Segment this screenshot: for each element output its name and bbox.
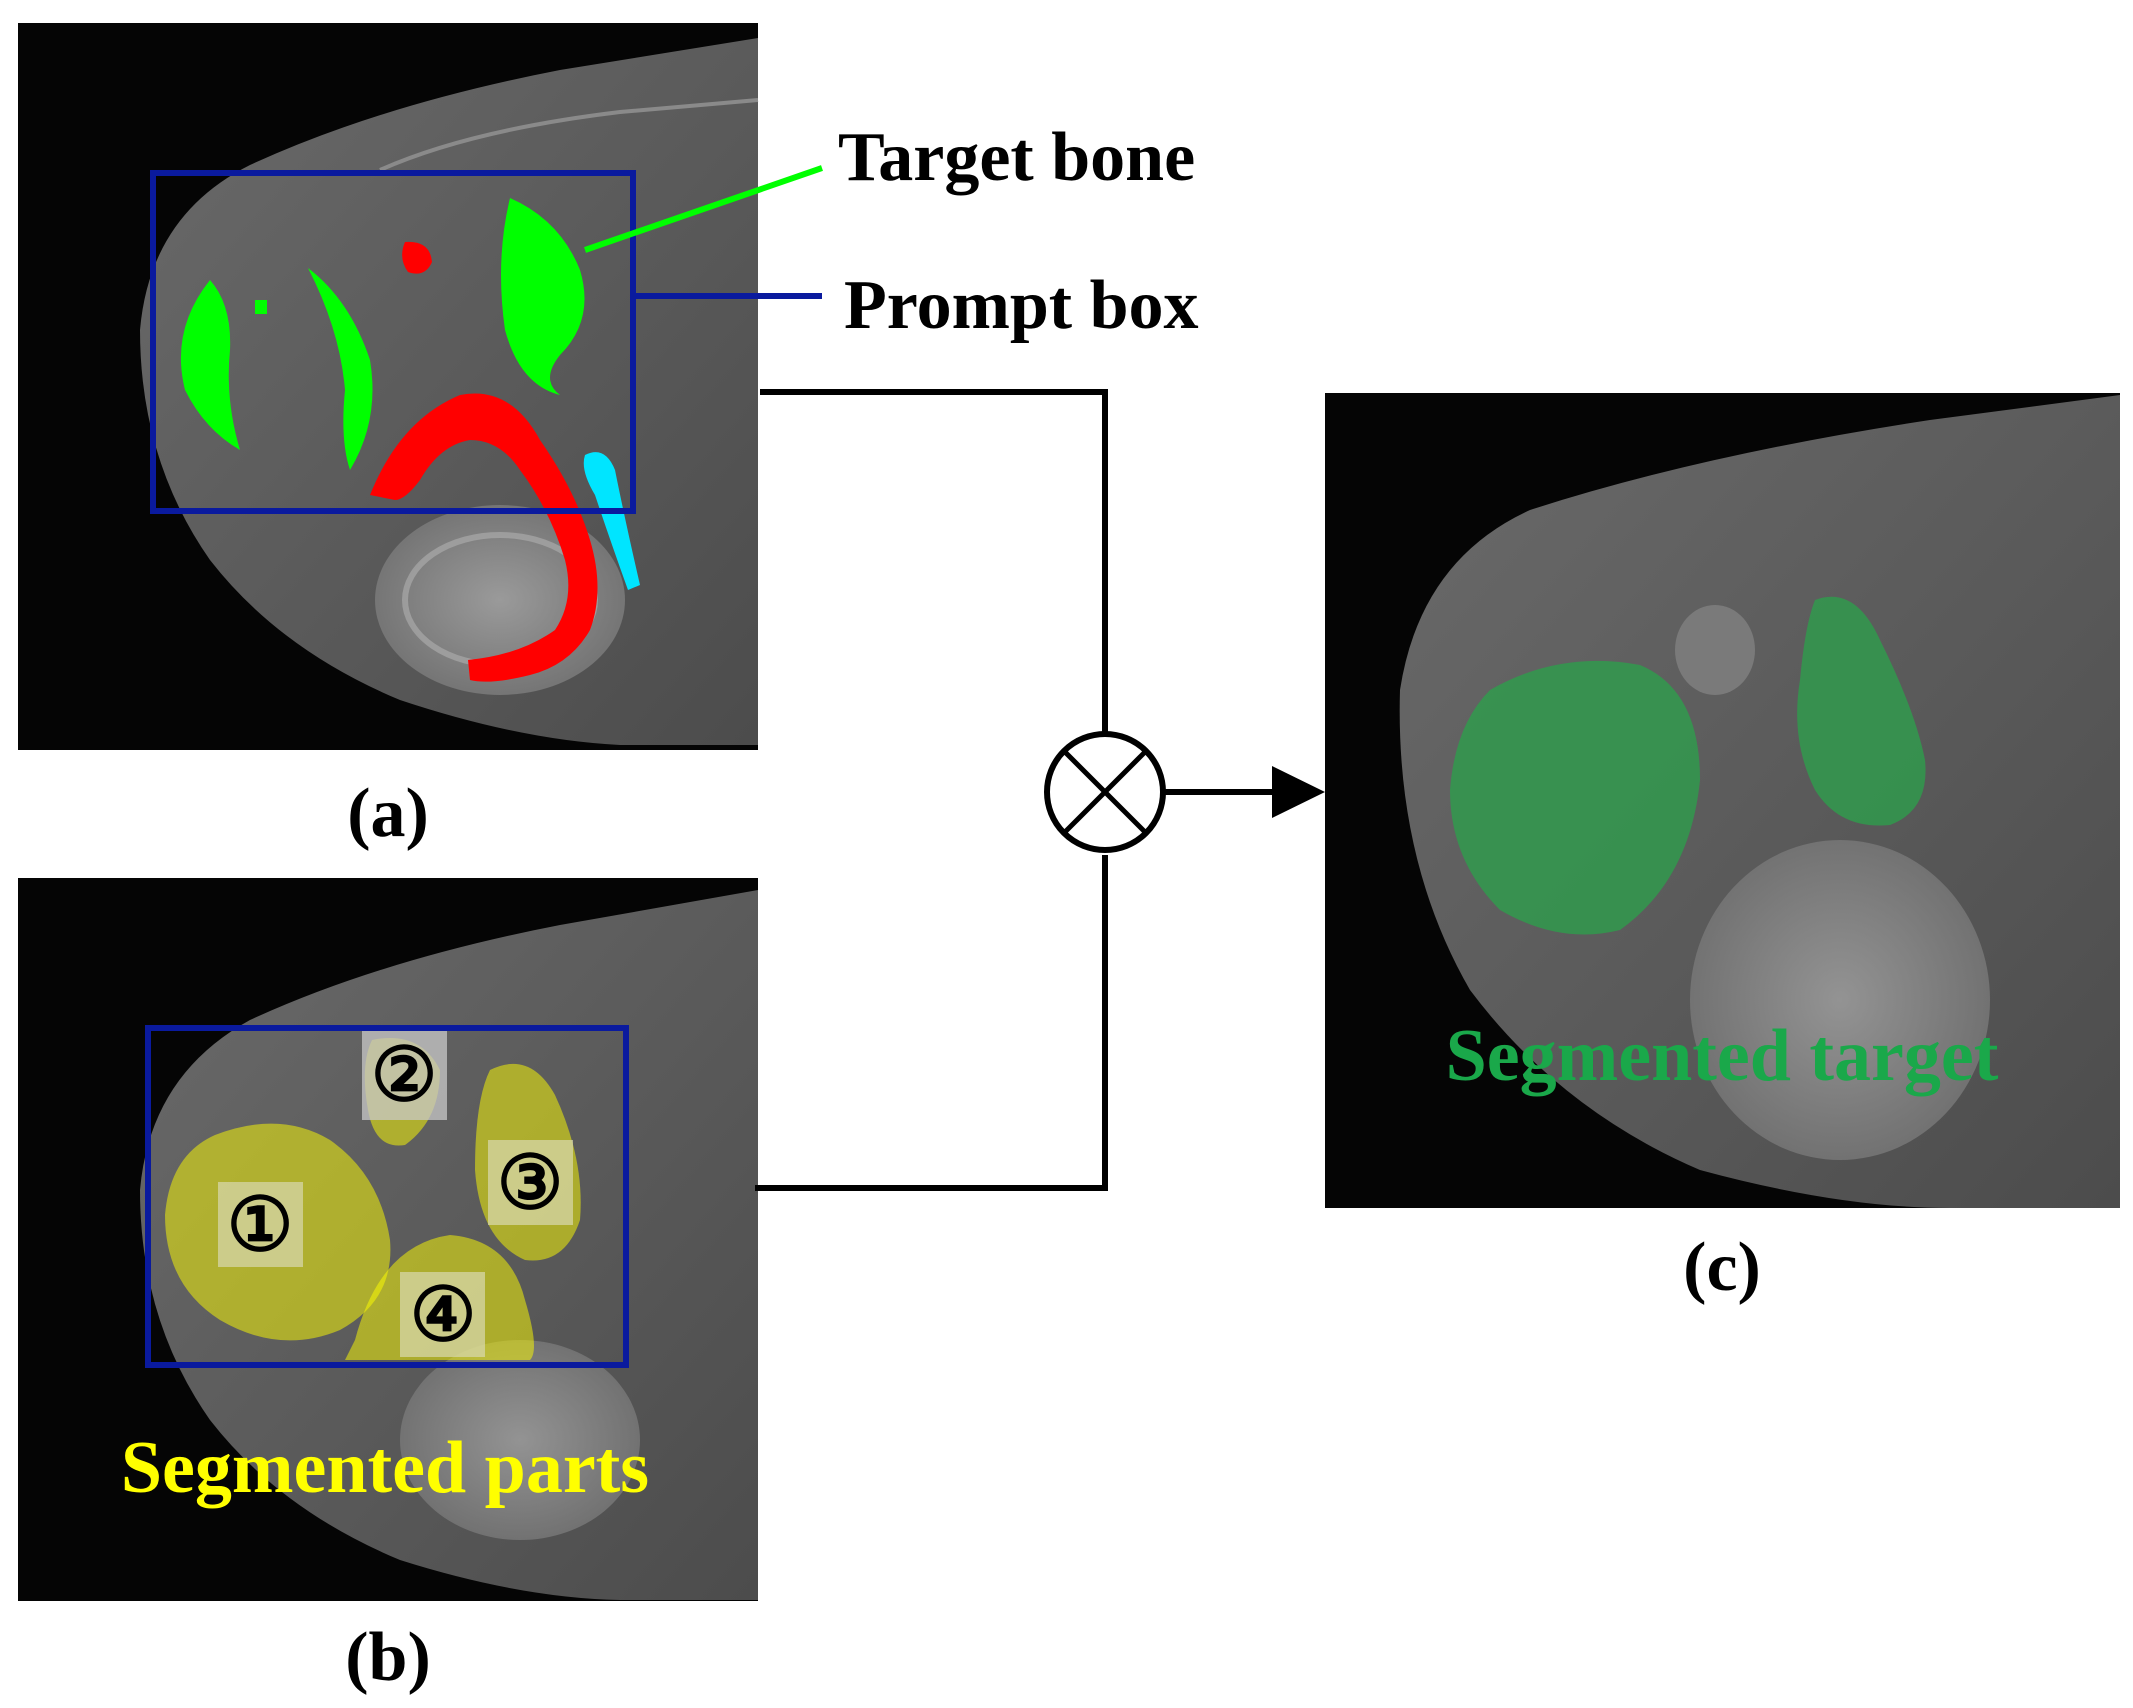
- segmented-target-label: Segmented target: [1446, 1015, 1999, 1097]
- prompt-box-b: [145, 1025, 629, 1368]
- target-bone-mask-left: [180, 280, 240, 450]
- svg-text:②: ②: [371, 1035, 437, 1117]
- connector-from-b: [755, 855, 1108, 1191]
- svg-text:③: ③: [497, 1143, 563, 1225]
- caption-c: (c): [1683, 1229, 1761, 1306]
- caption-a: (a): [347, 775, 429, 852]
- other-bone-mask-cyan: [583, 452, 640, 590]
- part-number-1-tag: ①: [218, 1182, 303, 1267]
- prompt-box-a: [150, 170, 636, 514]
- part-number-2-tag: ②: [362, 1030, 447, 1120]
- caption-b: (b): [345, 1619, 431, 1696]
- svg-text:④: ④: [410, 1275, 476, 1357]
- arrow-right-icon: [1163, 766, 1325, 818]
- target-bone-leader-line: [584, 165, 823, 253]
- panel-a: Target bone Prompt box (a): [18, 23, 1199, 852]
- target-bone-mask-mid: [308, 268, 373, 470]
- target-bone-mask-right: [501, 198, 585, 395]
- svg-text:①: ①: [227, 1185, 293, 1267]
- segmented-target-mask-2: [1797, 596, 1926, 826]
- other-bone-mask-small: [402, 241, 432, 274]
- circled-times-icon: [1044, 731, 1166, 853]
- part-number-4-tag: ④: [400, 1272, 485, 1357]
- panel-c: Segmented target (c): [1325, 393, 2120, 1306]
- part-number-3-tag: ③: [488, 1140, 573, 1225]
- connector-lines: [755, 389, 1325, 1191]
- segmented-parts-label: Segmented parts: [121, 1427, 649, 1509]
- prompt-box-label: Prompt box: [844, 267, 1199, 344]
- connector-from-a: [760, 389, 1108, 735]
- segmented-target-mask-1: [1450, 660, 1700, 935]
- target-bone-label: Target bone: [838, 119, 1195, 196]
- panel-b: ① ② ③ ④ Segmented parts (b): [18, 878, 758, 1696]
- other-bone-mask-large: [370, 393, 598, 682]
